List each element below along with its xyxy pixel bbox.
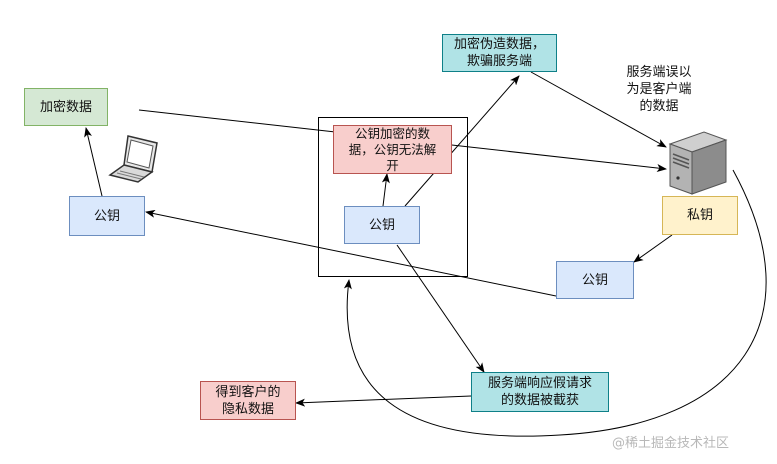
arrow-attacker-pubkey-to-intercepted xyxy=(396,244,485,373)
private-data-obtained-box: 得到客户的 隐私数据 xyxy=(200,381,296,420)
arrow-forged-to-server xyxy=(530,71,667,148)
arrow-intercepted-to-private xyxy=(295,395,472,407)
private-key-box: 私钥 xyxy=(662,196,738,235)
public-key-attacker-box: 公钥 xyxy=(344,206,420,244)
arrow-attacker-pubkey-to-red xyxy=(381,173,390,207)
server-mistaken-annotation: 服务端误以 为是客户端 的数据 xyxy=(626,65,692,114)
arrow-server-loop-to-frame xyxy=(343,169,767,437)
forged-encrypted-data-box: 加密伪造数据， 欺骗服务端 xyxy=(442,34,557,72)
laptop-icon xyxy=(108,135,158,183)
attacker-frame xyxy=(318,117,468,277)
intercepted-response-box: 服务端响应假请求 的数据被截获 xyxy=(471,372,609,412)
arrow-server-pubkey-to-client-pubkey xyxy=(145,209,557,297)
public-key-encrypted-data-box: 公钥加密的数 据，公钥无法解 开 xyxy=(333,125,452,174)
watermark: @稀土掘金技术社区 xyxy=(612,436,730,451)
public-key-client-box: 公钥 xyxy=(69,196,145,236)
arrow-attacker-pubkey-to-forged xyxy=(404,75,520,207)
arrow-privkey-to-server-pubkey xyxy=(633,234,673,263)
encrypted-data-client-box: 加密数据 xyxy=(24,88,108,126)
server-icon xyxy=(668,131,728,195)
public-key-server-box: 公钥 xyxy=(556,261,634,299)
arrow-pubkey-to-encrypted xyxy=(84,127,103,197)
